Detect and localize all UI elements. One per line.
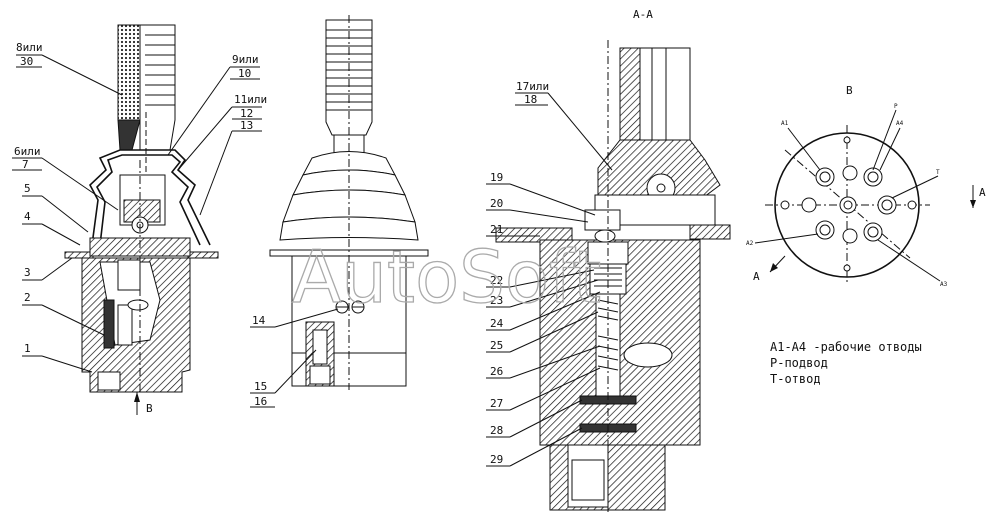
view-b-title: В [846, 84, 853, 97]
callout-19: 19 [490, 171, 503, 184]
view-1-section [64, 24, 219, 415]
callout-16: 16 [254, 395, 267, 408]
callout-28: 28 [490, 424, 503, 437]
callout-10: 10 [238, 67, 251, 80]
section-a-a: А-А [495, 8, 731, 515]
section-a-a-leaders [486, 92, 613, 467]
view-2-leaders: 14 15 16 [250, 308, 339, 408]
port-a1-label: A1 [781, 120, 789, 127]
callout-14: 14 [252, 314, 266, 327]
callout-30: 30 [20, 55, 33, 68]
callout-18: 18 [524, 93, 537, 106]
view-1-leaders [12, 54, 262, 373]
view-1-callouts: 8или 30 9или 10 11или 12 13 6или 7 5 4 3… [14, 41, 267, 415]
callout-9: 9или [232, 53, 259, 66]
watermark: AutoSoft [292, 235, 601, 319]
callout-12: 12 [240, 107, 253, 120]
callout-20: 20 [490, 197, 503, 210]
callout-26: 26 [490, 365, 503, 378]
legend: А1-А4 -рабочие отводы Р-подвод Т-отвод [770, 340, 922, 386]
callout-17: 17или [516, 80, 549, 93]
view-2-front [269, 15, 429, 390]
port-a2-label: A2 [746, 240, 754, 247]
callout-7: 7 [22, 158, 29, 171]
port-t-label: T [936, 169, 940, 176]
arrow-b-label: В [146, 402, 153, 415]
callout-8: 8или [16, 41, 43, 54]
port-p-label: P [894, 103, 898, 110]
legend-line-2: Р-подвод [770, 356, 828, 370]
legend-line-3: Т-отвод [770, 372, 821, 386]
view-b-ports: В A1 P A4 T A2 A3 А А [746, 84, 986, 288]
callout-6: 6или [14, 145, 41, 158]
callout-21: 21 [490, 223, 503, 236]
port-a3-label: A3 [940, 281, 948, 288]
callout-22: 22 [490, 274, 503, 287]
port-a4-label: A4 [896, 120, 904, 127]
callout-25: 25 [490, 339, 503, 352]
callout-1: 1 [24, 342, 31, 355]
callout-3: 3 [24, 266, 31, 279]
section-mark-right: А [979, 186, 986, 199]
callout-5: 5 [24, 182, 31, 195]
callout-27: 27 [490, 397, 503, 410]
callout-15: 15 [254, 380, 267, 393]
callout-13: 13 [240, 119, 253, 132]
callout-4: 4 [24, 210, 31, 223]
callout-23: 23 [490, 294, 503, 307]
section-mark-left: А [753, 270, 760, 283]
section-title: А-А [633, 8, 653, 21]
section-a-a-callouts: 17или 18 19 20 21 22 23 24 25 26 27 28 2… [490, 80, 549, 466]
callout-29: 29 [490, 453, 503, 466]
legend-line-1: А1-А4 -рабочие отводы [770, 340, 922, 354]
callout-24: 24 [490, 317, 504, 330]
callout-2: 2 [24, 291, 31, 304]
callout-11: 11или [234, 93, 267, 106]
